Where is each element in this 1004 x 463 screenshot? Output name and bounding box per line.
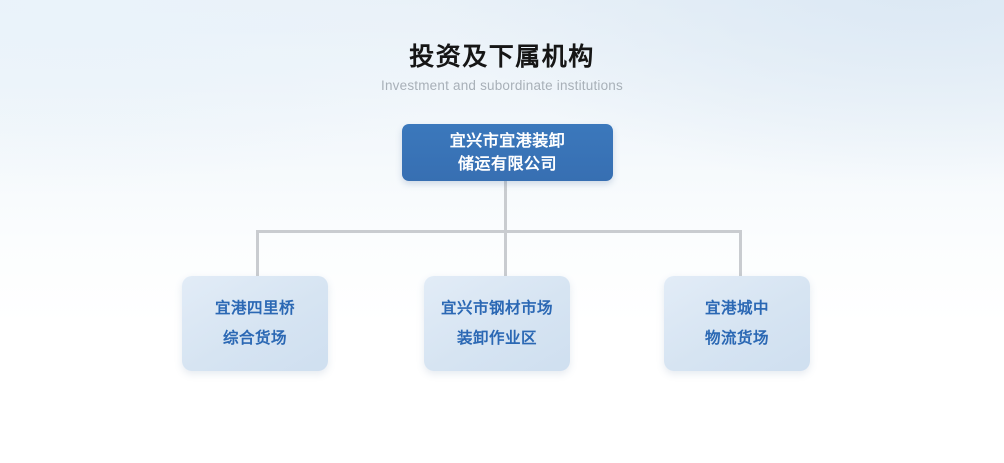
org-node-child-2-line-2: 装卸作业区 xyxy=(456,329,537,347)
connector-drop-middle xyxy=(504,230,507,277)
org-node-child-1-line-1: 宜港四里桥 xyxy=(214,299,295,317)
org-node-child-3[interactable]: 宜港城中 物流货场 xyxy=(664,276,810,371)
org-node-child-2[interactable]: 宜兴市钢材市场 装卸作业区 xyxy=(424,276,570,371)
org-node-root[interactable]: 宜兴市宜港装卸 储运有限公司 xyxy=(402,124,613,181)
org-node-child-1-line-2: 综合货场 xyxy=(222,329,287,347)
connector-horizontal-bus xyxy=(256,230,742,233)
page-title: 投资及下属机构 xyxy=(409,43,595,71)
heading-block: 投资及下属机构 Investment and subordinate insti… xyxy=(0,42,1004,94)
page-subtitle: Investment and subordinate institutions xyxy=(381,78,623,93)
org-node-child-2-line-1: 宜兴市钢材市场 xyxy=(440,299,553,317)
org-node-root-line-1: 宜兴市宜港装卸 xyxy=(449,132,566,150)
connector-drop-left xyxy=(256,230,259,277)
org-node-child-1[interactable]: 宜港四里桥 综合货场 xyxy=(182,276,328,371)
org-node-child-3-line-2: 物流货场 xyxy=(704,329,769,347)
org-node-child-3-line-1: 宜港城中 xyxy=(704,299,769,317)
connector-drop-right xyxy=(739,230,742,277)
connector-trunk-vertical xyxy=(504,181,507,233)
org-node-root-line-2: 储运有限公司 xyxy=(457,155,557,173)
